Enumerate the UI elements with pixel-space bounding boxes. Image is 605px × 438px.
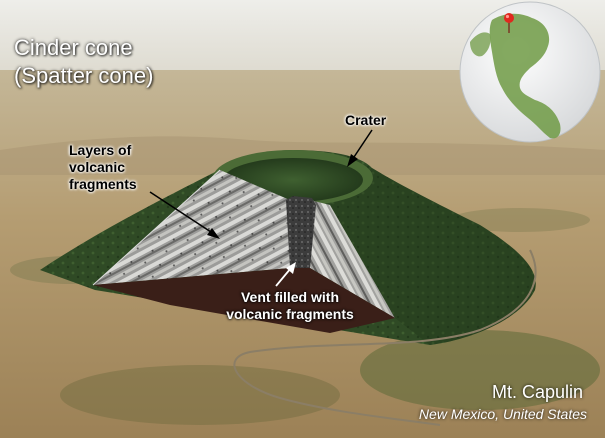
crater-label: Crater: [345, 112, 387, 128]
vent-label: Vent filled with volcanic fragments: [205, 289, 375, 323]
vent: [286, 196, 316, 268]
vent-label-line-1: Vent filled with: [240, 289, 339, 305]
location-name: Mt. Capulin: [491, 382, 583, 402]
cross-section-left-face: [93, 170, 290, 285]
vegetation-patch: [450, 208, 590, 232]
road: [233, 249, 537, 426]
vent-arrow: [275, 262, 296, 287]
cross-section-edge: [92, 169, 221, 286]
layers-label-line-3: fragments: [69, 176, 137, 192]
crater-arrow: [347, 129, 373, 167]
layers-arrow: [149, 191, 220, 239]
layers-label-line-1: Layers of: [69, 142, 132, 158]
layers-label: Layers of volcanic fragments: [69, 142, 137, 193]
globe-icon: [459, 1, 601, 143]
location-region: New Mexico, United States: [418, 406, 587, 422]
location-pin-icon: [504, 13, 514, 33]
vegetation-patch: [360, 330, 600, 410]
title-line-1: Cinder cone: [14, 35, 133, 60]
vent-label-line-2: volcanic fragments: [226, 306, 354, 322]
cross-section-right-face: [310, 200, 395, 318]
cross-section-base: [93, 268, 395, 333]
title-line-2: (Spatter cone): [14, 63, 154, 88]
layers-label-line-2: volcanic: [69, 159, 126, 175]
page-title: Cinder cone (Spatter cone): [14, 34, 153, 90]
cone-shadow: [330, 168, 536, 345]
vegetation-patch: [60, 365, 340, 425]
